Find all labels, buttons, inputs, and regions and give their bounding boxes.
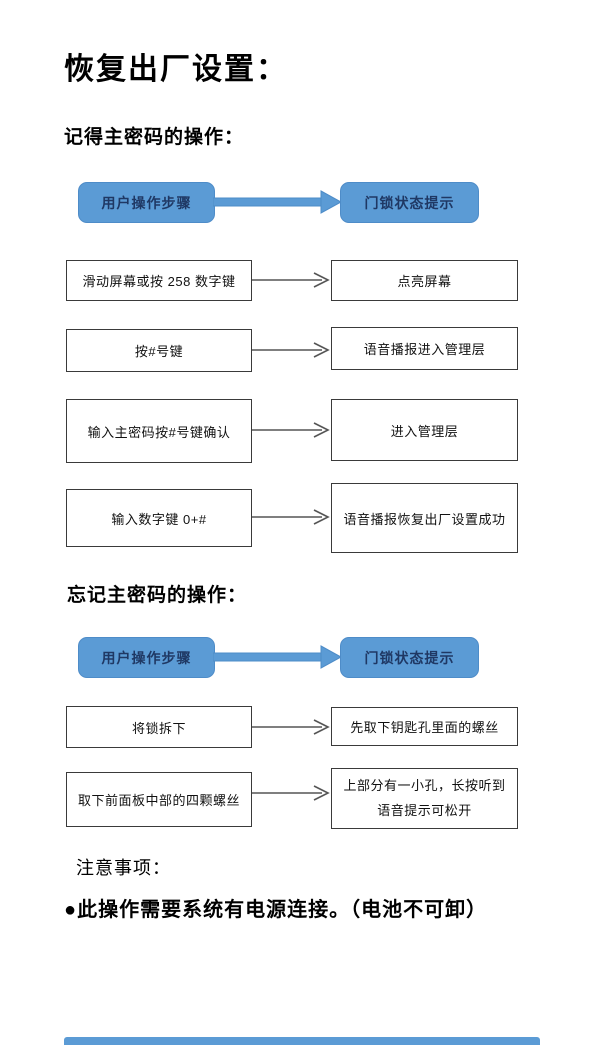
status-box: 语音播报进入管理层 xyxy=(331,327,518,370)
section-2-heading: 忘记主密码的操作： xyxy=(67,585,248,606)
step-box: 取下前面板中部的四颗螺丝 xyxy=(66,772,252,827)
status-text: 语音播报进入管理层 xyxy=(363,342,486,357)
step-box: 将锁拆下 xyxy=(66,706,252,748)
step-box: 按#号键 xyxy=(66,329,252,372)
flow-header-user-steps: 用户操作步骤 xyxy=(78,637,215,678)
status-text: 上部分有一小孔，长按听到语音提示可松开 xyxy=(343,777,506,818)
status-text: 进入管理层 xyxy=(390,423,459,439)
section-1-heading: 记得主密码的操作： xyxy=(64,127,245,148)
step-text: 输入数字键 0+# xyxy=(111,511,207,527)
step-text: 输入主密码按#号键确认 xyxy=(87,424,231,440)
flow-arrow-icon xyxy=(252,509,330,525)
flow-header-lock-status: 门锁状态提示 xyxy=(340,182,479,223)
status-box: 点亮屏幕 xyxy=(331,260,518,301)
status-box: 进入管理层 xyxy=(331,399,518,461)
flow-arrow-icon xyxy=(252,719,330,735)
flow-arrow-icon xyxy=(252,342,330,358)
step-text: 取下前面板中部的四颗螺丝 xyxy=(77,793,240,808)
flow-arrow-icon xyxy=(252,422,330,438)
step-box: 滑动屏幕或按 258 数字键 xyxy=(66,260,252,301)
thick-blue-arrow-icon xyxy=(213,645,343,669)
status-text: 先取下钥匙孔里面的螺丝 xyxy=(350,720,499,735)
status-box: 语音播报恢复出厂设置成功 xyxy=(331,483,518,553)
step-text: 将锁拆下 xyxy=(131,720,186,736)
step-text: 滑动屏幕或按 258 数字键 xyxy=(82,274,236,289)
flow-header-lock-status: 门锁状态提示 xyxy=(340,637,479,678)
step-text: 按#号键 xyxy=(134,344,184,359)
thick-blue-arrow-icon xyxy=(213,190,343,214)
step-box: 输入数字键 0+# xyxy=(66,489,252,547)
note-item: ●此操作需要系统有电源连接。（电池不可卸） xyxy=(64,899,488,921)
flow-header-user-steps: 用户操作步骤 xyxy=(78,182,215,223)
flow-arrow-icon xyxy=(252,272,330,288)
status-text: 语音播报恢复出厂设置成功 xyxy=(343,511,506,527)
notes-heading: 注意事项： xyxy=(76,858,171,878)
step-box: 输入主密码按#号键确认 xyxy=(66,399,252,463)
cutoff-blue-bar xyxy=(64,1037,540,1045)
status-box: 先取下钥匙孔里面的螺丝 xyxy=(331,707,518,746)
page-title: 恢复出厂设置： xyxy=(64,53,288,86)
status-box: 上部分有一小孔，长按听到语音提示可松开 xyxy=(331,768,518,829)
status-text: 点亮屏幕 xyxy=(397,274,452,289)
flow-arrow-icon xyxy=(252,785,330,801)
